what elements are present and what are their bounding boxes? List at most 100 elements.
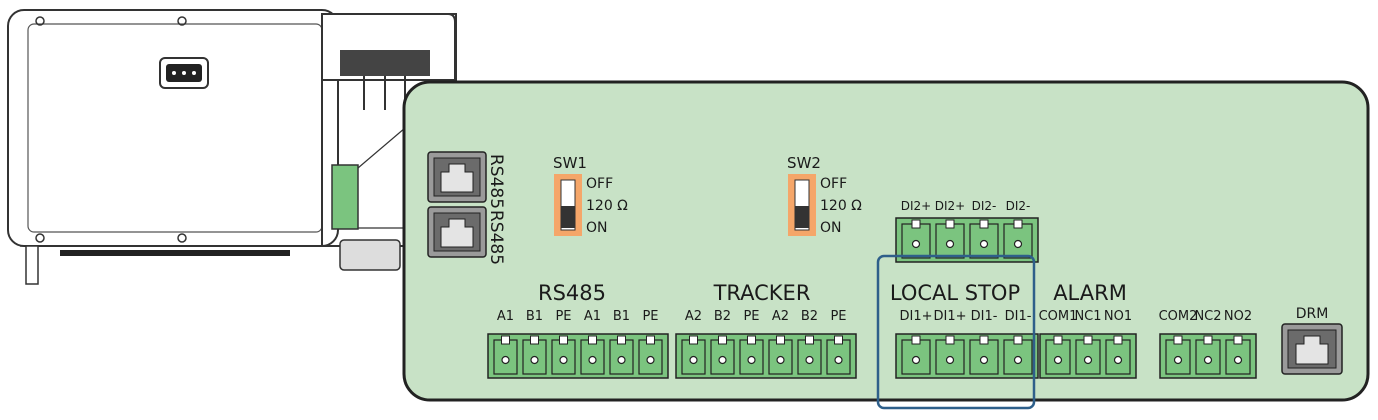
- terminal-pin-label: DI1+: [933, 309, 966, 324]
- terminal-pin-label: B2: [801, 309, 818, 324]
- terminal-clip: [1053, 335, 1063, 345]
- terminal-clip: [1083, 335, 1093, 345]
- di2-terminal-block: [895, 217, 1039, 263]
- switch-on-label: ON: [586, 220, 608, 236]
- terminal-pin-label: A2: [772, 309, 789, 324]
- terminal-pin-label: B1: [526, 309, 543, 324]
- terminal-clip: [1013, 335, 1023, 345]
- terminal-screw-icon: [689, 355, 698, 365]
- switch-120-ohm-label: 120 Ω: [586, 198, 628, 214]
- terminal-screw-icon: [1053, 355, 1063, 365]
- switch-off-label: OFF: [820, 176, 847, 192]
- terminal-screw-icon: [979, 239, 989, 249]
- switch-knob: [561, 206, 575, 228]
- terminal-clip: [501, 335, 510, 345]
- terminal-screw-icon: [945, 239, 955, 249]
- terminal-clip: [559, 335, 568, 345]
- terminal-clip: [530, 335, 539, 345]
- di2-pin-label: DI2-: [1006, 199, 1031, 213]
- terminal-screw-icon: [747, 355, 756, 365]
- rj45-socket-icon: [440, 163, 474, 193]
- terminal-pin-label: DI1-: [971, 309, 998, 324]
- zoom-line: [357, 127, 406, 169]
- terminal-pin-label: NC2: [1194, 309, 1221, 324]
- terminal-clip: [979, 219, 989, 229]
- terminal-pin-label: NC1: [1074, 309, 1101, 324]
- terminal-body: [675, 333, 857, 379]
- terminal-clip: [747, 335, 756, 345]
- terminal-pin-label: DI1+: [899, 309, 932, 324]
- terminal-screw-icon: [979, 355, 989, 365]
- rs485-port-label-1: RS485: [486, 154, 506, 209]
- terminal-clip: [718, 335, 727, 345]
- terminal-clip: [979, 335, 989, 345]
- terminal-group-title: RS485: [538, 281, 606, 305]
- terminal-screw-icon: [911, 355, 921, 365]
- rs485-port-label-2: RS485: [486, 210, 506, 265]
- terminal-body: [487, 333, 669, 379]
- terminal-group-title: ALARM: [1053, 281, 1127, 305]
- terminal-screw-icon: [1203, 355, 1213, 365]
- terminal-clip: [1173, 335, 1183, 345]
- terminal-pin-label: A1: [497, 309, 514, 324]
- terminal-screw-icon: [805, 355, 814, 365]
- terminal-pin-label: PE: [830, 309, 846, 324]
- terminal-clip: [617, 335, 626, 345]
- wiring-compartment: [321, 13, 457, 271]
- switch-off-label: OFF: [586, 176, 613, 192]
- di2-terminal-group: DI2+DI2+DI2-DI2-: [901, 199, 1031, 213]
- terminal-screw-icon: [617, 355, 626, 365]
- screw-icon: [35, 16, 45, 26]
- drm-label: DRM: [1296, 306, 1329, 322]
- communication-board: [402, 80, 1370, 402]
- led-dot: [192, 71, 196, 75]
- led-dot: [182, 71, 186, 75]
- local-stop-highlight-frame: [876, 254, 1036, 410]
- switch-knob: [795, 206, 809, 228]
- terminal-block: [1159, 333, 1257, 379]
- terminal-clip: [945, 335, 955, 345]
- terminal-pin-label: PE: [555, 309, 571, 324]
- terminal-pin-label: PE: [743, 309, 759, 324]
- inverter-unit: [7, 9, 340, 285]
- terminal-screw-icon: [834, 355, 843, 365]
- terminal-screw-icon: [718, 355, 727, 365]
- terminal-clip: [911, 219, 921, 229]
- screw-icon: [177, 16, 187, 26]
- terminal-pin-label: B1: [613, 309, 630, 324]
- rj45-socket-icon: [440, 218, 474, 248]
- terminal-screw-icon: [1113, 355, 1123, 365]
- screw-icon: [177, 233, 187, 243]
- drm-port: [1281, 323, 1343, 375]
- terminal-screw-icon: [1013, 239, 1023, 249]
- terminal-screw-icon: [1173, 355, 1183, 365]
- led-dot: [172, 71, 176, 75]
- terminal-pin-label: DI1-: [1005, 309, 1032, 324]
- communication-board-slot: [331, 164, 359, 230]
- inverter-housing: [7, 9, 339, 247]
- switch-on-label: ON: [820, 220, 842, 236]
- terminal-screw-icon: [530, 355, 539, 365]
- di2-pin-label: DI2+: [935, 199, 965, 213]
- terminal-group-title: LOCAL STOP: [890, 281, 1020, 305]
- terminal-pin-label: NO1: [1104, 309, 1132, 324]
- terminal-block: [340, 50, 430, 76]
- terminal-screw-icon: [588, 355, 597, 365]
- terminal-pin-label: PE: [642, 309, 658, 324]
- switch-name: SW1: [553, 154, 587, 172]
- di2-pin-label: DI2+: [901, 199, 931, 213]
- terminal-pin-label: COM1: [1039, 309, 1078, 324]
- terminal-group-local-stop: LOCAL STOP DI1+DI1+ DI1- DI1-: [890, 281, 1032, 324]
- terminal-screw-icon: [501, 355, 510, 365]
- terminal-screw-icon: [1083, 355, 1093, 365]
- bottom-vents: [60, 250, 290, 256]
- terminal-pin-label: B2: [714, 309, 731, 324]
- terminal-clip: [1203, 335, 1213, 345]
- mounting-foot: [25, 245, 39, 285]
- screw-icon: [35, 233, 45, 243]
